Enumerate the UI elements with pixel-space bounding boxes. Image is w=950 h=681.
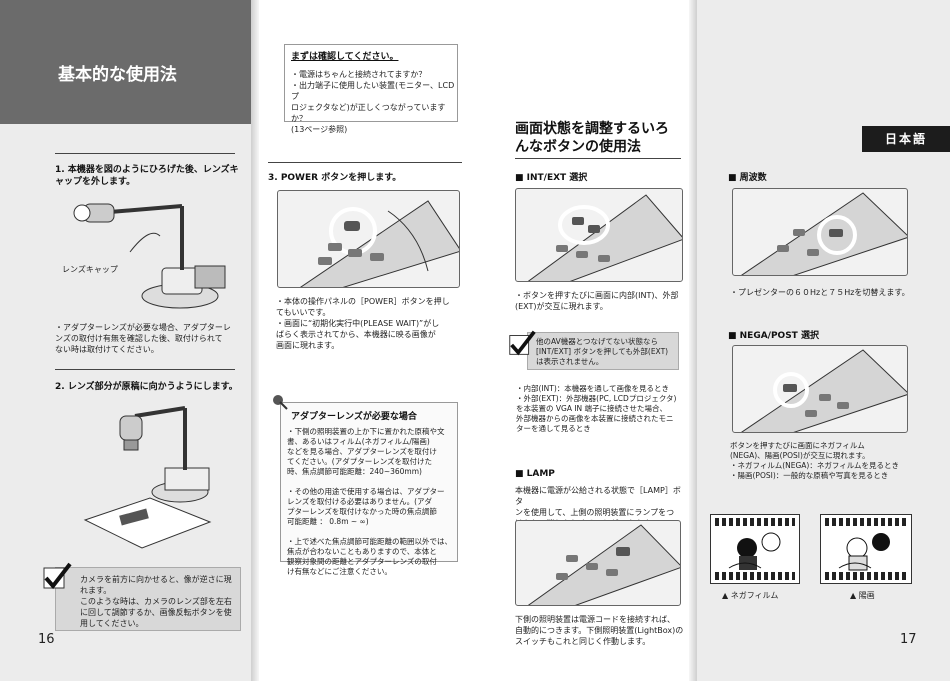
frequency-description: ・プレゼンターの６０Hzと７５Hzを切替えます。 [730,288,910,297]
remote-control-icon [741,349,907,432]
step-2: 2. レンズ部分が原稿に向かうようにします。 [55,382,238,392]
power-description: ・本体の操作パネルの［POWER］ボタンを押し てもいいです。 ・画面に“初期化… [276,297,450,350]
check-first-box: まずは確認してください。 ・電源はちゃんと接続されてますか？ ・出力端子に使用し… [284,44,458,134]
int-ext-illustration [515,188,683,282]
page-fold-shadow [689,0,697,681]
caption-negative: ▲ ネガフィルム [722,591,779,600]
language-tab: 日本語 [862,126,950,152]
tip-note-box: カメラを前方に向かせると、像が逆さに現 れます。 このような時は、カメラのレンズ… [55,567,241,631]
nega-post-title: ■ NEGA/POST 選択 [728,331,819,341]
page-title: 基本的な使用法 [58,65,177,85]
caption-positive: ▲ 陽画 [850,591,875,600]
check-first-title: まずは確認してください。 [291,52,399,62]
presenter-illustration-icon [73,203,226,309]
negative-film-image [710,514,800,584]
section-rule [268,162,462,163]
remote-control-icon [527,524,680,605]
remote-control-icon [527,194,682,281]
frequency-title: ■ 周波数 [728,173,767,183]
section-heading: 画面状態を調整するいろ んなボタンの使用法 [515,121,669,155]
positive-cartoon-icon [838,533,890,571]
int-ext-title: ■ INT/EXT 選択 [515,173,588,183]
int-ext-items: ・内部(INT)：本機器を通して画像を見るとき ・外部(EXT)：外部機器(PC… [516,384,677,433]
remote-control-icon [300,200,459,287]
section-rule [55,369,235,370]
remote-control-icon [741,192,907,275]
pushpin-icon [273,395,288,410]
frequency-illustration [732,188,908,276]
adapter-lens-items: ・下側の照明装置の上か下に置かれた原稿や文 書、あるいはフィルム(ネガフィルム/… [287,427,452,576]
checkmark-icon [509,330,536,356]
section-rule [55,153,235,154]
lamp-title: ■ LAMP [515,469,555,479]
lamp-illustration [515,520,681,606]
section-title-block: 基本的な使用法 [0,0,251,124]
tip-note-text: カメラを前方に向かせると、像が逆さに現 れます。 このような時は、カメラのレンズ… [80,575,232,628]
int-ext-note-text: 他のAV機器とつなげてない状態なら [INT/EXT] ボタンを押しても外部(E… [536,337,669,366]
power-button-illustration [277,190,460,288]
presenter-document-illustration-icon [83,406,212,549]
int-ext-note-box: 他のAV機器とつなげてない状態なら [INT/EXT] ボタンを押しても外部(E… [527,332,679,370]
adapter-lens-box: アダプターレンズが必要な場合 ・下側の照明装置の上か下に置かれた原稿や文 書、あ… [280,402,458,576]
adapter-note: ・アダプターレンズが必要な場合、アダプターレ ンズの取付け有無を確認した後、取付… [55,323,231,354]
section-rule [515,158,681,159]
page-number-left: 16 [38,632,55,647]
nega-post-description: ボタンを押すたびに画面にネガフィルム (NEGA)、陽画(POSI)が交互に現れ… [730,441,900,480]
lens-cap-label: レンズキャップ [62,265,118,274]
step-1: 1. 本機器を図のようにひろげた後、レンズキ ャップを外します。 [55,165,239,187]
lamp-note: 下側の照明装置は電源コードを接続すれば、 自動的につきます。下側照明装置(Lig… [515,615,684,646]
positive-film-image [820,514,912,584]
nega-post-illustration [732,345,908,433]
int-ext-description: ・ボタンを押すたびに画面に内部(INT)、外部 (EXT)が交互に現れます。 [515,291,679,311]
adapter-lens-title: アダプターレンズが必要な場合 [291,412,417,422]
negative-cartoon-icon [728,532,781,570]
check-first-items: ・電源はちゃんと接続されてますか？ ・出力端子に使用したい装置(モニター、LCD… [291,70,455,134]
page-number-right: 17 [900,632,917,647]
checkmark-icon [43,562,72,590]
page-fold-shadow [251,0,259,681]
step-3: 3. POWER ボタンを押します。 [268,173,402,183]
